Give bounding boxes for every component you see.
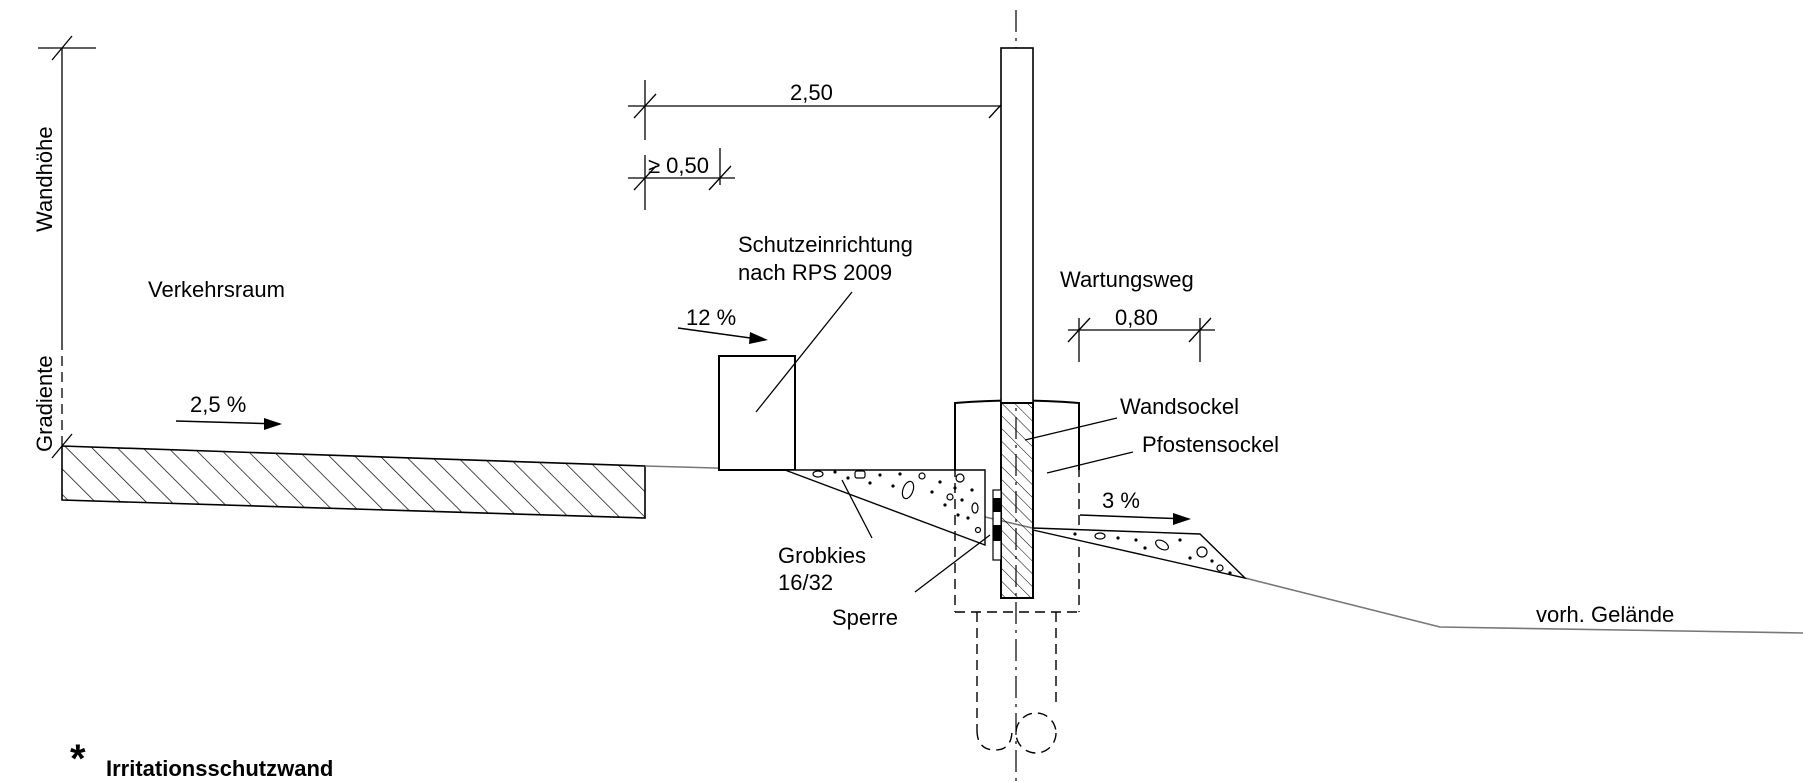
label-gravel-line1: Grobkies [778, 543, 866, 568]
label-dim-min: ≥ 0,50 [648, 153, 709, 178]
leader-wall-base [1024, 417, 1118, 441]
wall-panel [1000, 47, 1034, 404]
label-dim-path: 0,80 [1115, 305, 1158, 330]
leader-seal [914, 534, 991, 593]
label-seal: Sperre [832, 605, 898, 630]
label-post-base: Pfostensockel [1142, 432, 1279, 457]
seal-strip [992, 489, 1002, 561]
label-slope-right: 3 % [1102, 488, 1140, 513]
label-dim-total: 2,50 [790, 80, 833, 105]
dimension-0-80 [1067, 317, 1215, 362]
label-slope-barrier: 12 % [686, 305, 736, 330]
label-wall-height: Wandhöhe [32, 126, 57, 232]
label-barrier-line1: Schutzeinrichtung [738, 232, 913, 257]
label-gradient: Gradiente [32, 355, 57, 452]
dimension-min-0-50 [628, 148, 735, 210]
leader-post-base [1046, 451, 1134, 474]
barrier-leader [755, 291, 853, 413]
gravel-fill-right [1032, 527, 1248, 580]
label-traffic-area: Verkehrsraum [148, 277, 285, 302]
protective-barrier [718, 355, 796, 471]
road-slab [61, 445, 646, 519]
slope-arrow-barrier [677, 327, 768, 344]
wall-base-core [1000, 402, 1034, 599]
label-wall-base: Wandsockel [1120, 394, 1239, 419]
label-terrain: vorh. Gelände [1536, 602, 1674, 627]
slope-arrow-left [175, 418, 282, 430]
leader-gravel [841, 479, 873, 539]
label-maintenance-path: Wartungsweg [1060, 267, 1194, 292]
label-barrier-line2: nach RPS 2009 [738, 260, 892, 285]
footnote-text: Irritationsschutzwand [106, 756, 333, 781]
gravel-fill-left [784, 469, 986, 547]
footnote-marker: * [70, 737, 86, 781]
label-slope-left: 2,5 % [190, 392, 246, 417]
slope-arrow-right [1079, 513, 1191, 525]
label-gravel-line2: 16/32 [778, 570, 833, 595]
